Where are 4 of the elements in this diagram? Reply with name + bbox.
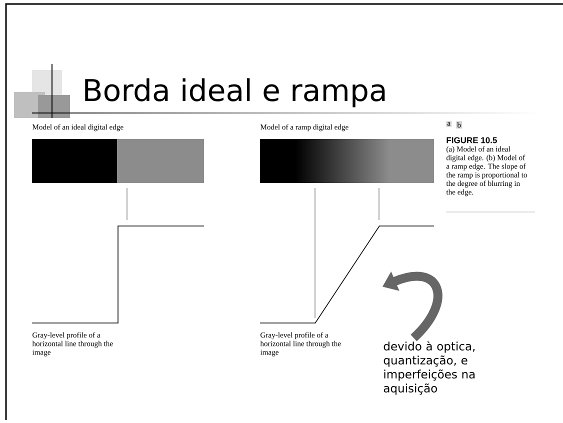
figure-number: FIGURE 10.5 bbox=[446, 137, 497, 144]
note-text: devido à optica, quantização, e imperfeições na aquisição bbox=[384, 341, 475, 395]
ramp-slope-line bbox=[314, 226, 380, 324]
slide-title: Borda ideal e rampa bbox=[85, 78, 385, 108]
